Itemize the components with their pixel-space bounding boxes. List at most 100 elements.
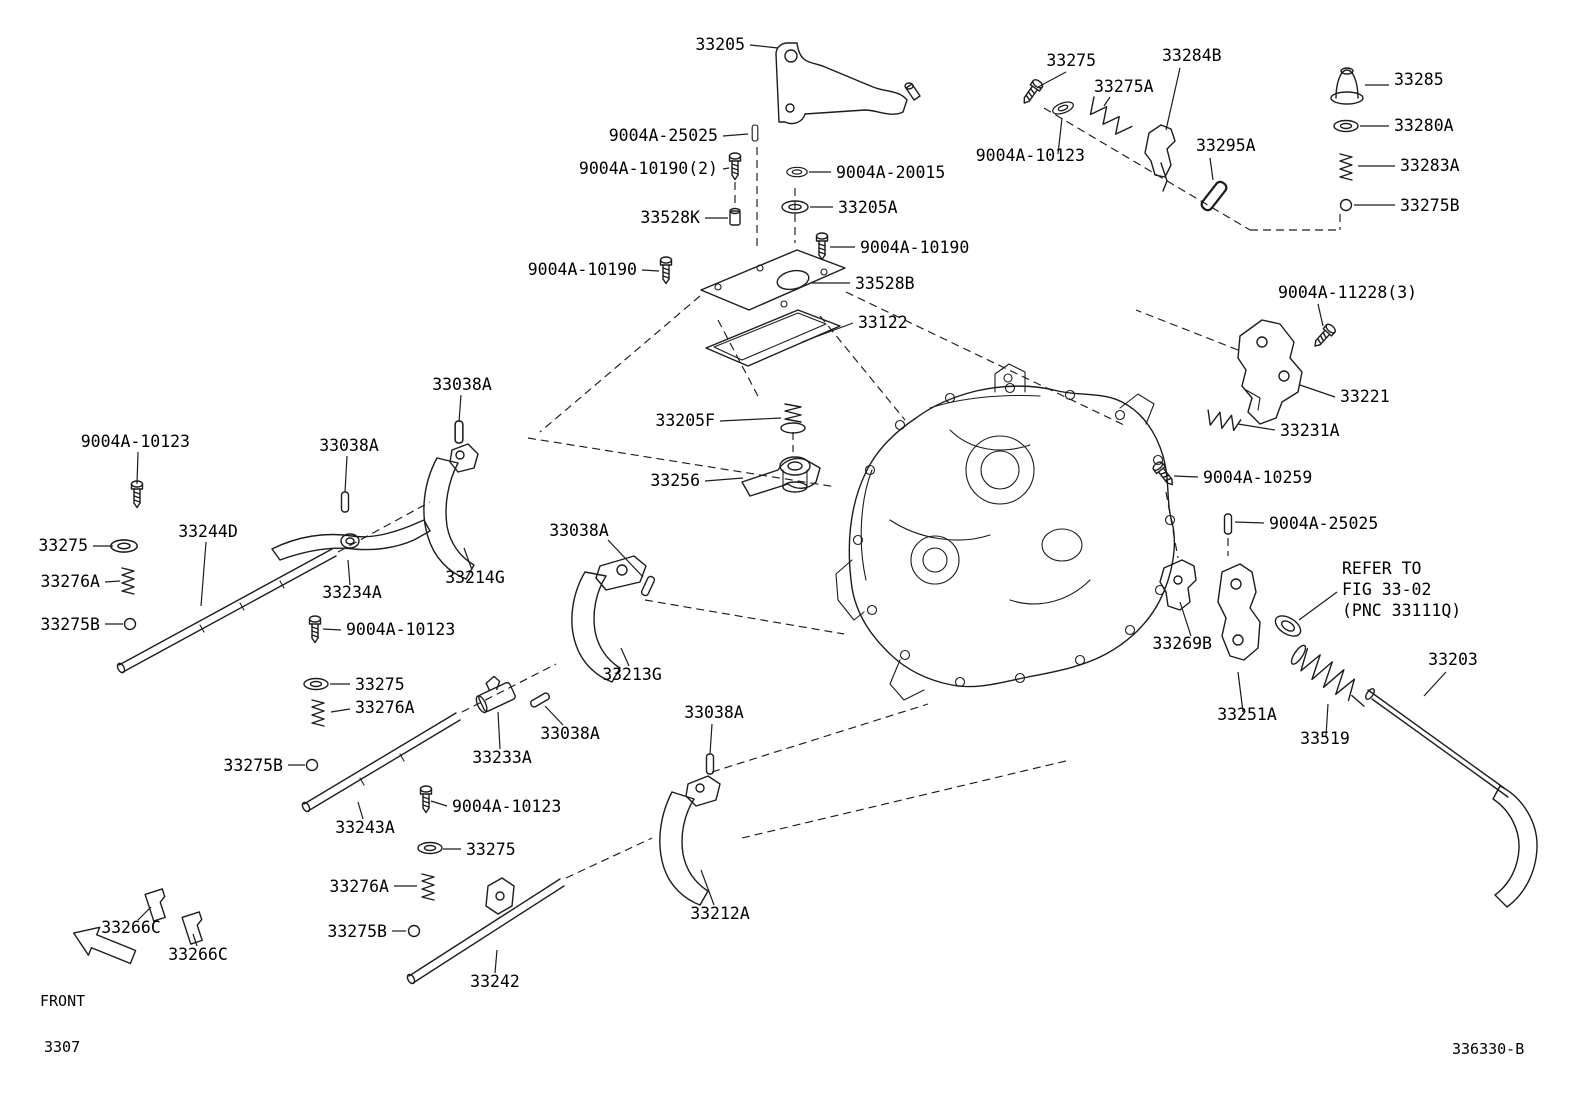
leader-line	[722, 167, 730, 170]
lock-plate-33221-drawing	[1237, 319, 1303, 425]
leader-line	[1298, 591, 1338, 621]
pin-33038A-2	[340, 491, 350, 513]
washer-33275-left	[110, 539, 138, 553]
part-label-33275b: 33275B	[1400, 196, 1460, 215]
key-33266C-1-drawing	[144, 888, 166, 922]
fork-shaft-33242-drawing	[406, 877, 565, 985]
part-label-33038a: 33038A	[684, 703, 744, 722]
part-label-9004a-10123: 9004A-10123	[346, 620, 455, 639]
part-label-9004a-25025: 9004A-25025	[609, 126, 718, 145]
leader-line	[620, 647, 630, 667]
key-33266C-2-drawing	[181, 911, 203, 945]
ball-33275B-left	[123, 617, 137, 631]
leader-line	[494, 949, 498, 974]
leader-line	[137, 906, 152, 921]
leader-line	[1057, 117, 1063, 155]
lever-33251A-drawing	[1217, 563, 1261, 661]
sheet-number: 3307	[44, 1038, 81, 1056]
leader-line	[1234, 521, 1265, 524]
leader-line	[722, 133, 749, 137]
select-lever-33256-drawing	[741, 456, 821, 497]
part-label-9004a-20015: 9004A-20015	[836, 163, 945, 182]
leader-line	[1325, 703, 1329, 737]
part-label-33038a: 33038A	[549, 521, 609, 540]
oil-seal-33111Q-drawing	[1274, 615, 1302, 637]
ball-33275B-right	[1339, 198, 1353, 212]
shift-fork-33212A-drawing	[659, 775, 721, 906]
spring-33275A-drawing	[1089, 96, 1133, 135]
part-label-33038a: 33038A	[540, 724, 600, 743]
part-label-9004a-10259: 9004A-10259	[1203, 468, 1312, 487]
part-label-33212a: 33212A	[690, 904, 750, 923]
part-label-33275: 33275	[466, 840, 516, 859]
part-label-33266c: 33266C	[168, 945, 228, 964]
bolt-9004A-10190-right	[815, 232, 829, 261]
diagram-code: 336330-B	[1452, 1040, 1525, 1058]
clamp-33269B-drawing	[1159, 559, 1197, 611]
part-label-33256: 33256	[650, 471, 700, 490]
part-label-33205: 33205	[695, 35, 745, 54]
leader-line	[458, 394, 462, 423]
leader-line	[1237, 671, 1244, 713]
leader-line	[192, 933, 198, 947]
leader-line	[704, 477, 744, 482]
leader-line	[1317, 303, 1324, 327]
pin-33295A	[1198, 178, 1230, 214]
leader-line	[357, 801, 364, 820]
spring-33276A-left	[121, 567, 135, 595]
part-label-33038a: 33038A	[432, 375, 492, 394]
leader-line	[544, 705, 564, 726]
part-label-33243a: 33243A	[335, 818, 395, 837]
leader-line	[1103, 96, 1111, 107]
fork-head-33234A-drawing	[271, 519, 431, 561]
washer-9004A-20015	[786, 166, 808, 178]
shift-shaft-33203-drawing	[1365, 688, 1538, 908]
leader-line	[1423, 671, 1447, 697]
fork-shaft-33244D-drawing	[116, 548, 337, 674]
boot-33519-drawing	[1290, 644, 1365, 707]
part-label-33231a: 33231A	[1280, 421, 1340, 440]
fork-shaft-33243A-drawing	[301, 712, 461, 813]
bolt-9004A-10123-bottom	[419, 785, 433, 814]
washer-33280A	[1333, 119, 1359, 133]
front-text: FRONT	[40, 992, 86, 1010]
part-label-33276a: 33276A	[40, 572, 100, 591]
part-label-33275: 33275	[38, 536, 88, 555]
washer-33275-mid	[303, 677, 329, 691]
leader-line	[1299, 384, 1336, 398]
collar-33233A-drawing	[475, 675, 516, 714]
spring-33276A-mid	[311, 699, 325, 727]
part-label-refer-to: REFER TO	[1342, 559, 1421, 578]
spring-33283A	[1339, 153, 1353, 181]
pin-9004A-25025-top	[751, 124, 759, 142]
leader-line	[749, 44, 779, 49]
leader-line	[1173, 475, 1199, 478]
washer-33275-bottom	[417, 841, 443, 855]
part-label-9004a-10190-2: 9004A-10190(2)	[579, 159, 718, 178]
bolt-9004A-11228	[1310, 321, 1338, 351]
bolt-9004A-10190-left	[659, 256, 673, 285]
spring-33231A-drawing	[1207, 409, 1242, 432]
part-label-33276a: 33276A	[329, 877, 389, 896]
part-label-33275: 33275	[1046, 51, 1096, 70]
shift-lever-33205-drawing	[775, 42, 921, 125]
bushing-33528K-drawing	[729, 207, 741, 226]
part-label-33280a: 33280A	[1394, 116, 1454, 135]
leader-line	[1237, 423, 1276, 431]
leader-line	[497, 711, 501, 750]
part-label-33205a: 33205A	[838, 198, 898, 217]
part-label-33528b: 33528B	[855, 274, 915, 293]
part-label-33269b: 33269B	[1152, 634, 1212, 653]
part-label-9004a-11228-3: 9004A-11228(3)	[1278, 283, 1417, 302]
part-label-33266c: 33266C	[101, 918, 161, 937]
part-label-9004a-10123: 9004A-10123	[452, 797, 561, 816]
leader-line	[430, 800, 448, 807]
part-label-33203: 33203	[1428, 650, 1478, 669]
part-label-9004a-10123: 9004A-10123	[81, 432, 190, 451]
part-label-fig-33-02: FIG 33-02	[1342, 580, 1431, 599]
pin-33038A-4	[528, 691, 552, 709]
bolt-33275-right	[1019, 77, 1045, 107]
part-label-33233a: 33233A	[472, 748, 532, 767]
spring-seat-33205F-drawing	[780, 403, 806, 434]
shift-fork-33213G-drawing	[571, 555, 647, 683]
